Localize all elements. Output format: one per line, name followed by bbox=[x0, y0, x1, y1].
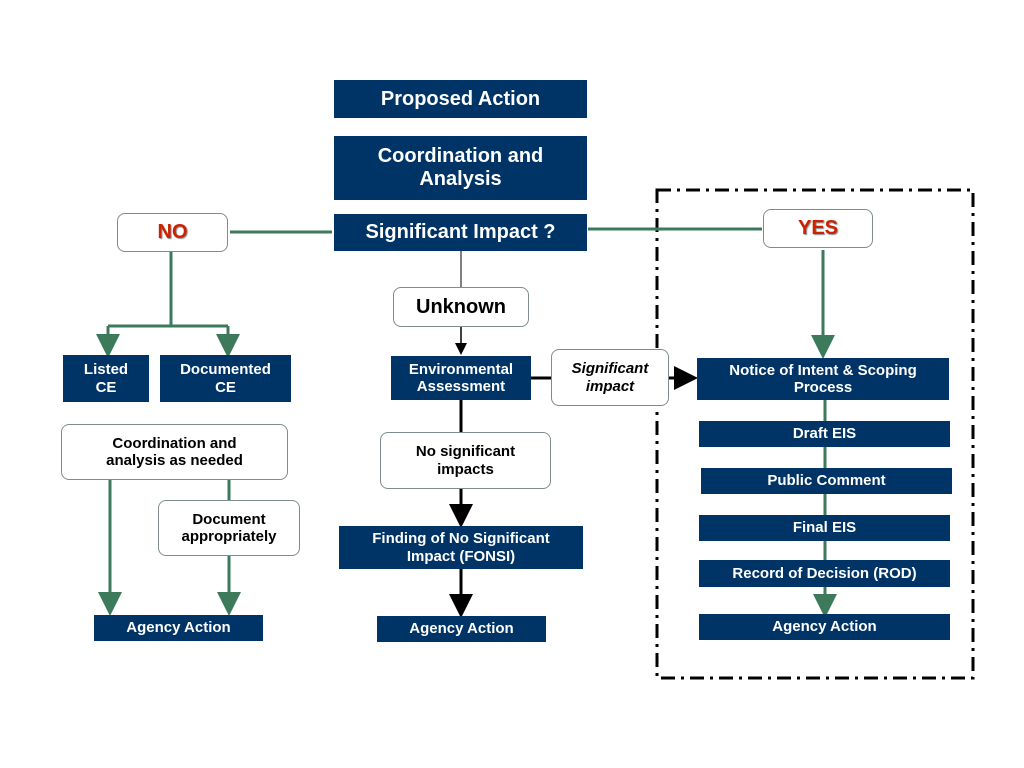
document-appropriately-label: Document appropriately bbox=[181, 510, 277, 545]
eis-region-border bbox=[655, 188, 975, 680]
final-eis-label: Final EIS bbox=[792, 519, 857, 537]
fonsi-label: Finding of No Significant Impact (FONSI) bbox=[372, 530, 550, 565]
fonsi-box: Finding of No Significant Impact (FONSI) bbox=[339, 526, 583, 569]
coordination-as-needed-box: Coordination and analysis as needed bbox=[61, 424, 288, 480]
draft-eis-box: Draft EIS bbox=[699, 421, 950, 447]
coordination-as-needed-label: Coordination and analysis as needed bbox=[106, 434, 243, 469]
rod-label: Record of Decision (ROD) bbox=[732, 564, 917, 582]
significant-impact-question-label: Significant Impact ? bbox=[365, 221, 556, 243]
right-agency-action-box: Agency Action bbox=[699, 614, 950, 640]
proposed-action-label: Proposed Action bbox=[380, 87, 541, 110]
listed-ce-box: Listed CE bbox=[63, 355, 149, 402]
coordination-analysis-label: Coordination and Analysis bbox=[377, 145, 544, 190]
yes-label: YES bbox=[797, 217, 839, 239]
environmental-assessment-label: Environmental Assessment bbox=[408, 360, 514, 395]
documented-ce-box: Documented CE bbox=[160, 355, 291, 402]
unknown-label: Unknown bbox=[416, 295, 506, 318]
yes-box: YES bbox=[763, 209, 873, 248]
center-agency-action-box: Agency Action bbox=[377, 616, 546, 642]
center-agency-action-label: Agency Action bbox=[409, 620, 514, 638]
no-box: NO bbox=[117, 213, 228, 252]
documented-ce-label: Documented CE bbox=[180, 361, 271, 396]
public-comment-box: Public Comment bbox=[701, 468, 952, 494]
unknown-box: Unknown bbox=[393, 287, 529, 327]
public-comment-label: Public Comment bbox=[767, 472, 886, 490]
proposed-action-box: Proposed Action bbox=[334, 80, 587, 118]
significant-impact-box: Significant impact bbox=[551, 349, 669, 406]
significant-impact-label: Significant impact bbox=[571, 360, 649, 395]
draft-eis-label: Draft EIS bbox=[792, 425, 857, 443]
environmental-assessment-box: Environmental Assessment bbox=[391, 356, 531, 400]
right-agency-action-label: Agency Action bbox=[772, 618, 877, 636]
document-appropriately-box: Document appropriately bbox=[158, 500, 300, 556]
no-significant-impacts-box: No significant impacts bbox=[380, 432, 551, 489]
final-eis-box: Final EIS bbox=[699, 515, 950, 541]
left-agency-action-box: Agency Action bbox=[94, 615, 263, 641]
listed-ce-label: Listed CE bbox=[83, 361, 129, 396]
left-agency-action-label: Agency Action bbox=[126, 619, 231, 637]
coordination-analysis-box: Coordination and Analysis bbox=[334, 136, 587, 200]
no-significant-impacts-label: No significant impacts bbox=[415, 443, 516, 478]
significant-impact-question-box: Significant Impact ? bbox=[334, 214, 587, 251]
notice-of-intent-label: Notice of Intent & Scoping Process bbox=[729, 361, 917, 396]
rod-box: Record of Decision (ROD) bbox=[699, 560, 950, 587]
no-label: NO bbox=[157, 221, 188, 243]
notice-of-intent-box: Notice of Intent & Scoping Process bbox=[697, 358, 949, 400]
